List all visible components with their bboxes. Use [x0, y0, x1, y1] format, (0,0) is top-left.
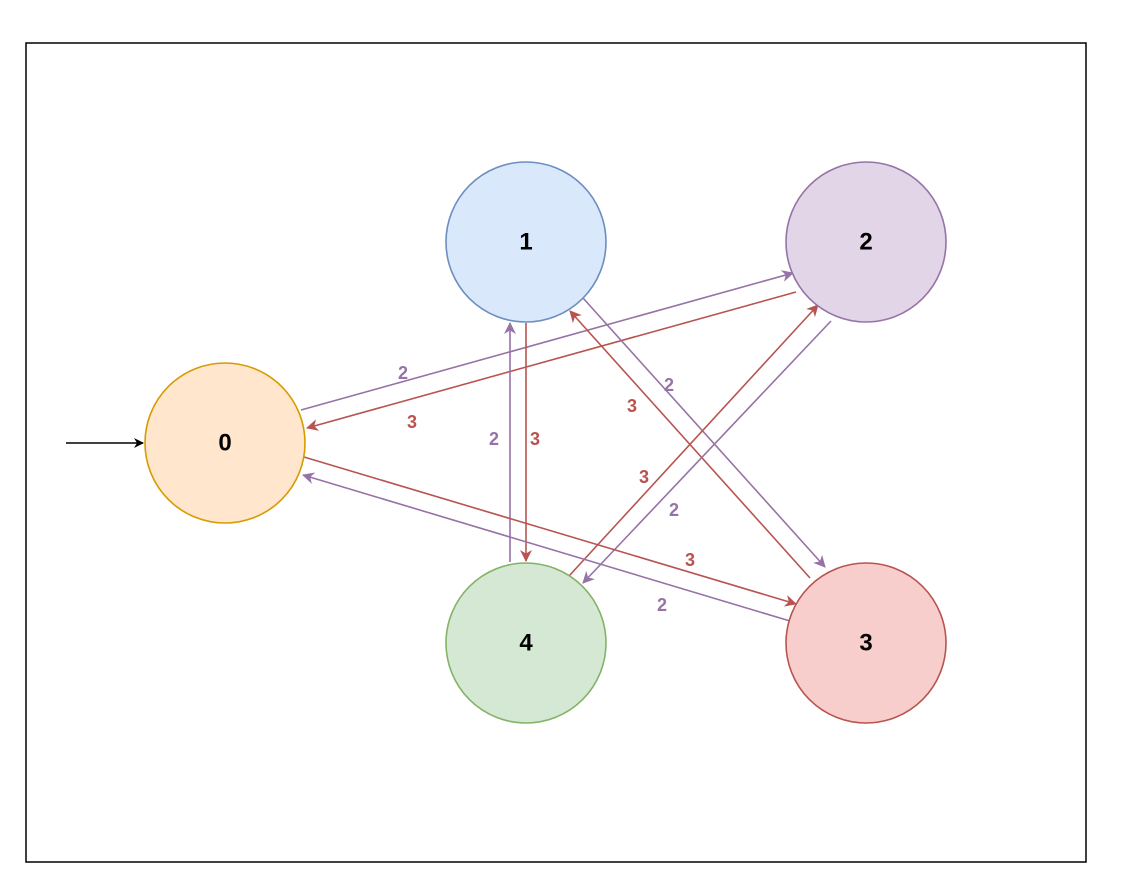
transition-label-4-to-1: 2	[489, 429, 499, 449]
transition-label-1-to-3: 2	[664, 375, 674, 395]
state-circle-3	[785, 562, 947, 724]
transition-label-1-to-4: 3	[530, 429, 540, 449]
transition-label-4-to-2: 3	[639, 467, 649, 487]
state-node-2: 2	[785, 161, 947, 323]
transition-arrow-4-to-2	[568, 304, 819, 577]
transition-arrow-2-to-0	[306, 291, 797, 431]
transition-arrow-2-to-4	[582, 320, 832, 584]
transition-label-3-to-1: 3	[627, 396, 637, 416]
transition-arrow-0-to-2	[300, 270, 794, 411]
transition-label-2-to-4: 2	[669, 500, 679, 520]
transition-arrow-3-to-0	[302, 472, 791, 622]
state-label-0: 0	[218, 430, 231, 457]
transition-label-3-to-0: 2	[657, 595, 667, 615]
state-label-1: 1	[519, 229, 532, 256]
transition-label-0-to-3: 3	[685, 550, 695, 570]
transition-label-0-to-2: 2	[398, 363, 408, 383]
state-circle-4	[445, 562, 607, 724]
state-circle-2	[785, 161, 947, 323]
transition-arrow-0-to-3	[303, 456, 797, 607]
state-label-4: 4	[519, 630, 533, 657]
state-node-1: 1	[445, 161, 607, 323]
state-node-0: 0	[144, 362, 306, 524]
state-node-3: 3	[785, 562, 947, 724]
state-circle-1	[445, 161, 607, 323]
state-node-4: 4	[445, 562, 607, 724]
state-label-3: 3	[859, 630, 872, 657]
state-circle-0	[144, 362, 306, 524]
transition-label-2-to-0: 3	[407, 412, 417, 432]
state-label-2: 2	[859, 229, 872, 256]
transition-arrow-1-to-3	[582, 297, 826, 568]
